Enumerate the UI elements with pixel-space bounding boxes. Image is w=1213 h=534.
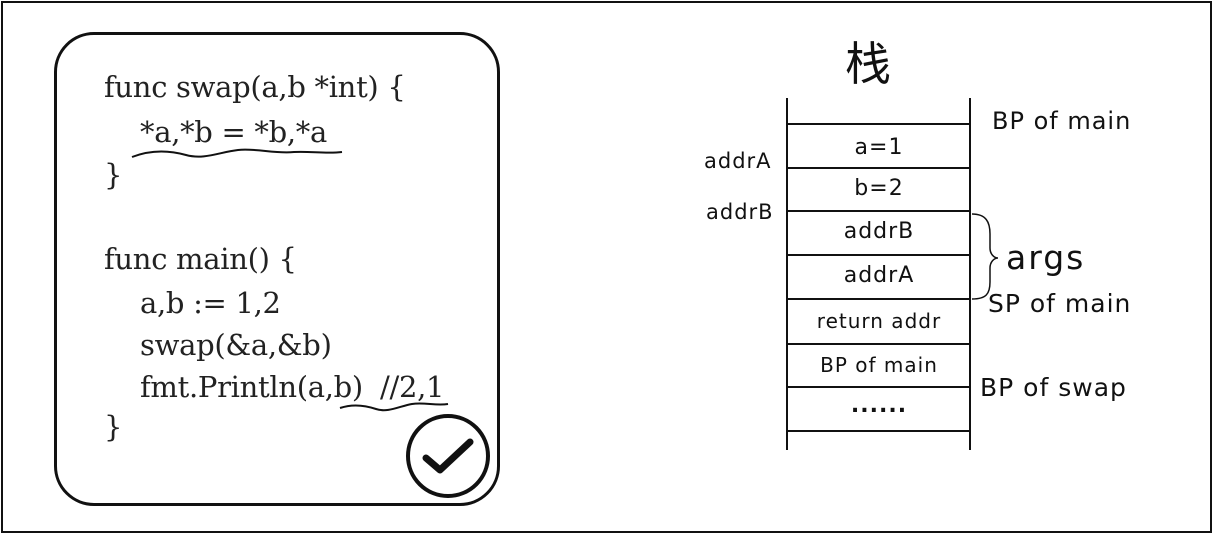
code-line-swap-call: swap(&a,&b) xyxy=(140,328,332,362)
wavy-underline xyxy=(131,148,343,158)
args-brace xyxy=(971,213,999,300)
stack-title: 栈 xyxy=(845,37,891,91)
stack-cell-addrA: addrA xyxy=(843,263,915,288)
stack-cell-ellipsis: ...... xyxy=(850,393,908,418)
code-line-swap-body: *a,*b = *b,*a xyxy=(140,115,327,149)
code-comment: //2,1 xyxy=(380,370,445,404)
label-addrA: addrA xyxy=(704,149,772,173)
label-addrB: addrB xyxy=(706,200,774,224)
label-sp-of-main: SP of main xyxy=(988,289,1132,318)
check-badge xyxy=(406,414,490,498)
stack-cell-return-addr: return addr xyxy=(816,309,942,333)
label-args: args xyxy=(1006,238,1086,277)
label-bp-of-main: BP of main xyxy=(992,107,1132,135)
code-line-func-swap: func swap(a,b *int) { xyxy=(104,70,406,104)
code-line-func-main: func main() { xyxy=(104,242,297,276)
stack-cell-bp-of-main: BP of main xyxy=(820,353,938,377)
wavy-underline xyxy=(339,402,449,412)
stack-cell-addrB: addrB xyxy=(843,219,915,244)
code-line-assign: a,b := 1,2 xyxy=(140,286,281,320)
stack-cell-a: a=1 xyxy=(854,135,904,160)
check-icon xyxy=(422,438,474,474)
stack-cell-b: b=2 xyxy=(854,176,904,201)
code-line-println: fmt.Println(a,b) xyxy=(140,370,363,404)
label-bp-of-swap: BP of swap xyxy=(980,373,1127,402)
code-line-close-main: } xyxy=(104,410,123,444)
code-line-close-swap: } xyxy=(104,158,123,192)
